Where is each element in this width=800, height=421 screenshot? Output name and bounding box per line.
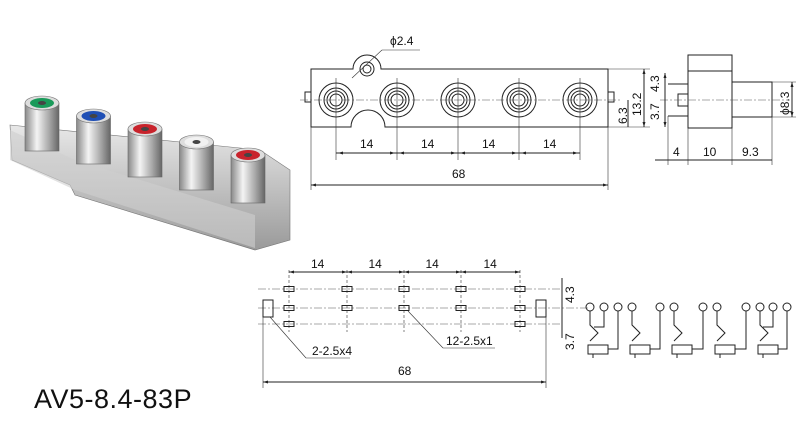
pin-schematic [585,302,792,358]
front-pitch-label: 14 [360,137,374,151]
side-view: 4.3 3.7 ϕ8.3 4 10 9.3 [648,54,796,165]
pin-terminal [712,302,722,312]
pin-terminal [585,302,595,312]
switch-contact [629,311,661,358]
switch-contact [587,311,619,358]
pin-terminal [755,302,765,312]
rca-jack [127,121,163,178]
front-view: ϕ2.4 14 14 14 14 68 6.3 13.2 [300,34,650,190]
pcb-footprint: 14 14 14 14 2-2.5x4 12-2.5x1 68 4.3 3.7 [258,257,590,388]
footprint-pitch-label: 14 [426,257,440,271]
pin-terminal [698,302,708,312]
pin-terminal [741,302,751,312]
footprint-length-label: 68 [398,364,412,378]
jack-outline [501,78,537,160]
product-photo [9,95,291,251]
pin-terminal [782,302,792,312]
switch-contact [714,311,747,358]
width-3-label: 9.3 [742,145,759,159]
front-pitch-label: 14 [482,137,496,151]
rca-jack [24,95,60,152]
rca-jack [179,134,214,191]
pad [398,305,410,311]
pad [514,305,526,311]
front-pitch-label: 14 [543,137,557,151]
jack-outline [318,78,354,160]
rca-jack [230,147,266,204]
pad [455,286,467,292]
pin-terminal [669,302,679,312]
width-1-label: 4 [673,145,680,159]
switch-contact [757,311,788,358]
pin-terminal [768,302,778,312]
model-title: AV5-8.4-83P [34,384,193,414]
pad [283,321,295,327]
front-pitch-label: 14 [421,137,435,151]
jack-outline [379,78,415,160]
pad [341,305,353,311]
width-2-label: 10 [703,145,717,159]
pin-terminal [627,302,637,312]
pad [514,286,526,292]
row-upper-label: 4.3 [563,286,577,303]
pad [283,286,295,292]
pin-terminal [599,302,609,312]
small-pads-label: 12-2.5x1 [446,334,493,348]
pad [514,321,526,327]
footprint-pitch-label: 14 [484,257,498,271]
height-label: 13.2 [630,92,644,116]
jack-outline [562,78,598,160]
footprint-pitch-label: 14 [369,257,383,271]
front-length-label: 68 [452,167,466,181]
footprint-pitch-label: 14 [311,257,325,271]
pad [455,305,467,311]
large-pads-label: 2-2.5x4 [312,344,352,358]
row-lower-label: 3.7 [563,333,577,350]
pad [398,286,410,292]
pad [341,286,353,292]
pad [283,305,295,311]
pin-terminal [655,302,665,312]
rca-jack [76,108,111,165]
hole-diameter-label: ϕ2.4 [390,34,414,48]
pin-terminal [613,302,623,312]
diameter-label: ϕ8.3 [778,91,792,115]
pin-upper-label: 4.3 [648,75,662,92]
pin-lower-label: 3.7 [648,103,662,120]
jack-outline [440,78,476,160]
switch-contact [671,311,704,358]
height-low-label: 6.3 [616,107,630,124]
